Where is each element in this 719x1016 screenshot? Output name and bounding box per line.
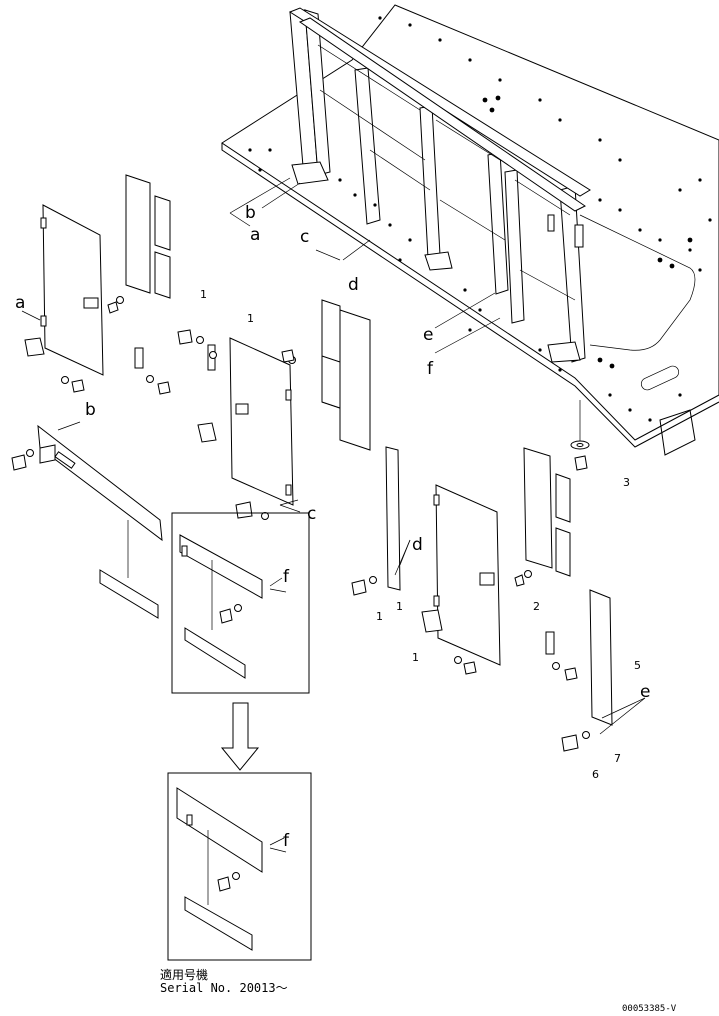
part-number-3: 3: [623, 476, 630, 489]
washer-bolt: [570, 400, 590, 471]
part-number-1-e: 1: [412, 651, 419, 664]
label-c-center: c: [307, 504, 316, 524]
part-number-2: 2: [533, 600, 540, 613]
label-c-top: c: [300, 227, 309, 247]
label-a-left: a: [15, 293, 25, 313]
label-f-top: f: [427, 359, 434, 379]
inset-box-f-lower: [167, 772, 312, 961]
part-numbers: 1 1 1 1 1 2 3 5 6 7: [200, 288, 641, 781]
frame-assembly: [221, 4, 719, 456]
label-f-lower-inset: f: [283, 831, 290, 851]
down-arrow-icon: [220, 702, 260, 771]
callout-labels: a b c d e f a b c d f f e: [15, 203, 650, 851]
part-number-5: 5: [634, 659, 641, 672]
inset-box-f-upper: [171, 512, 310, 694]
cover-b-assembly: [11, 424, 163, 619]
label-a-top: a: [250, 225, 260, 245]
part-number-1-c: 1: [376, 610, 383, 623]
serial-number-range: Serial No. 20013～: [160, 981, 288, 995]
label-d-right: d: [412, 535, 423, 555]
part-number-7: 7: [614, 752, 621, 765]
label-e-top: e: [423, 325, 433, 345]
part-number-1-a: 1: [200, 288, 207, 301]
applicable-models-label: 適用号機: [160, 968, 209, 982]
part-number-6: 6: [592, 768, 599, 781]
label-b-left: b: [85, 400, 96, 420]
center-door-assembly: [177, 299, 371, 520]
label-b-top: b: [245, 203, 256, 223]
leader-lines: [21, 177, 646, 853]
right-door-assembly: [351, 446, 578, 681]
left-door-assembly: [24, 174, 171, 395]
label-f-upper-inset: f: [283, 567, 290, 587]
label-d-top: d: [348, 275, 359, 295]
document-id: 00053385-V: [622, 1004, 677, 1014]
part-number-1-d: 1: [396, 600, 403, 613]
part-number-1-b: 1: [247, 312, 254, 325]
applicability-note: 適用号機 Serial No. 20013～: [160, 969, 288, 995]
label-e-right: e: [640, 682, 650, 702]
cover-e-assembly: [561, 589, 613, 752]
